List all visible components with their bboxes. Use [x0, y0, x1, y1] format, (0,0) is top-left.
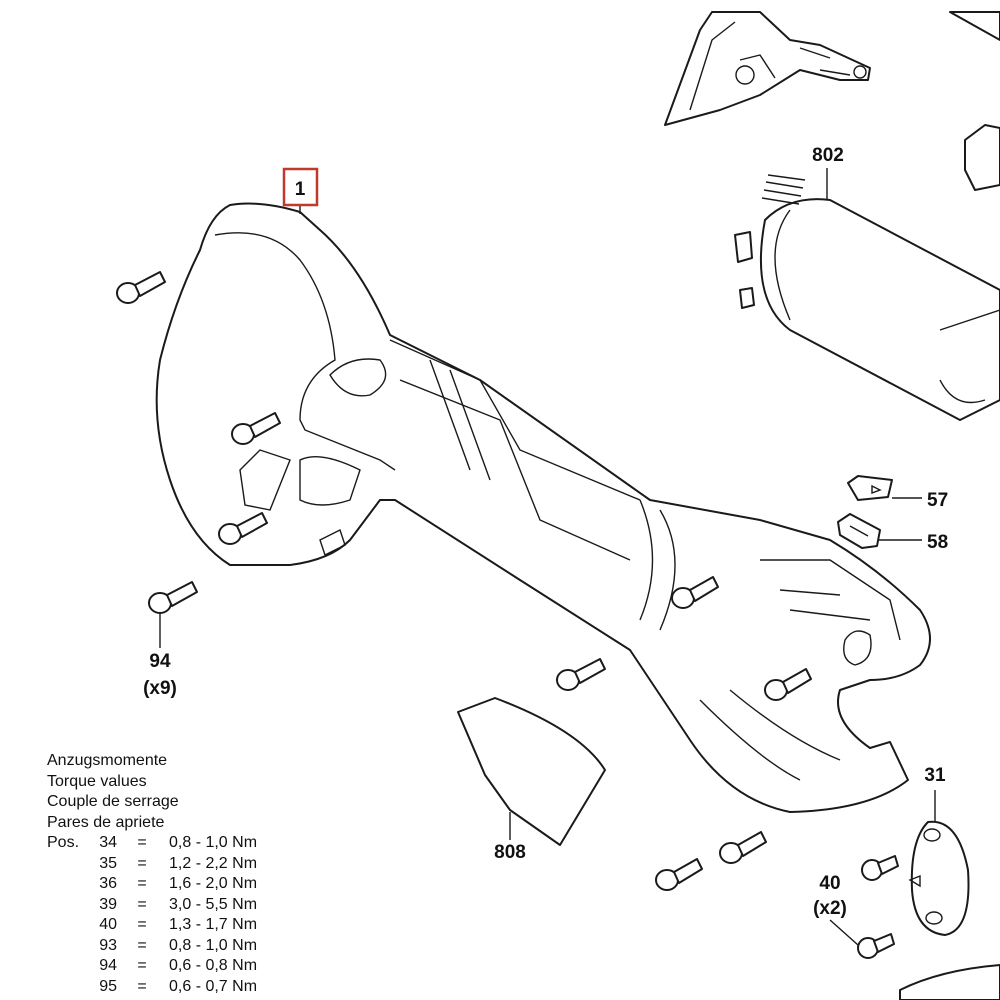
cover-screw: [857, 933, 895, 959]
torque-heading-de: Anzugsmomente: [47, 752, 168, 769]
callout-plate: 808: [494, 842, 526, 863]
motor-brush-lines: [761, 174, 806, 205]
torque-heading-en: Torque values: [47, 772, 147, 790]
screw: [764, 668, 812, 701]
torque-row: Pos. 34 = 0,8 - 1,0 Nm: [47, 833, 257, 854]
pos-number: 36: [99, 875, 117, 892]
torque-row: 36 = 1,6 - 2,0 Nm: [47, 874, 257, 895]
torque-value: 1,2 - 2,2 Nm: [169, 854, 258, 872]
torque-row: 40 = 1,3 - 1,7 Nm: [47, 915, 257, 936]
switch-part-58: [837, 513, 881, 549]
screw: [218, 512, 268, 545]
screw: [148, 581, 198, 614]
screw: [116, 271, 166, 304]
pos-number: 95: [99, 977, 117, 995]
callout-switch-part-a: 57: [927, 490, 948, 511]
callout-switch-part-b: 58: [927, 532, 948, 553]
screw: [655, 858, 703, 891]
main-housing: [155, 202, 931, 813]
top-right-partial-part: [949, 11, 1000, 191]
torque-row: 39 = 3,0 - 5,5 Nm: [47, 895, 257, 916]
motor: [734, 174, 1000, 421]
torque-value: 1,3 - 1,7 Nm: [169, 916, 258, 933]
pos-number: 40: [99, 916, 117, 933]
callout-screws: 94: [149, 651, 171, 672]
callout-motor: 802: [812, 145, 844, 166]
torque-value: 0,6 - 0,7 Nm: [169, 977, 258, 995]
screw: [671, 576, 719, 609]
torque-value: 0,6 - 0,8 Nm: [169, 957, 258, 974]
torque-rows: Pos. 34 = 0,8 - 1,0 Nm 35 = 1,2 - 2,2 Nm…: [47, 833, 257, 997]
callout-housing: 1: [295, 179, 306, 200]
torque-row: 95 = 0,6 - 0,7 Nm: [47, 977, 257, 998]
equals-sign: =: [137, 895, 147, 913]
screw: [231, 412, 281, 445]
equals-sign: =: [137, 936, 147, 954]
pos-number: 39: [99, 895, 117, 913]
housing-callout-highlight: [282, 167, 319, 207]
switch-part-57: [847, 475, 893, 501]
torque-heading-es: Pares de apriete: [47, 813, 165, 831]
torque-value: 0,8 - 1,0 Nm: [169, 936, 258, 954]
pos-label: Pos.: [47, 834, 80, 851]
pos-number: 94: [99, 957, 117, 974]
screw: [719, 831, 767, 864]
top-partial-part: [664, 11, 871, 126]
torque-value: 1,6 - 2,0 Nm: [169, 875, 258, 892]
equals-sign: =: [137, 977, 147, 995]
equals-sign: =: [137, 854, 147, 872]
torque-row: 93 = 0,8 - 1,0 Nm: [47, 936, 257, 957]
callout-screws-qty: (x9): [143, 678, 177, 699]
torque-value: 0,8 - 1,0 Nm: [169, 834, 258, 851]
callout-cover-screws: 40: [819, 873, 840, 894]
pos-number: 34: [99, 834, 117, 851]
equals-sign: =: [137, 875, 147, 892]
torque-row: 35 = 1,2 - 2,2 Nm: [47, 854, 257, 875]
torque-row: 94 = 0,6 - 0,8 Nm: [47, 956, 257, 977]
screw: [556, 658, 606, 691]
equals-sign: =: [137, 834, 147, 851]
pos-number: 93: [99, 936, 117, 954]
pos-number: 35: [99, 854, 117, 872]
bottom-partial-part: [899, 964, 1000, 1000]
cover-screw: [861, 855, 899, 881]
torque-values-table: Anzugsmomente Torque values Couple de se…: [47, 751, 307, 1000]
cover-31: [908, 820, 970, 936]
equals-sign: =: [137, 916, 147, 933]
callout-cover-screws-qty: (x2): [813, 898, 847, 919]
torque-heading-fr: Couple de serrage: [47, 793, 179, 810]
equals-sign: =: [137, 957, 147, 974]
plate-808: [457, 697, 606, 846]
torque-value: 3,0 - 5,5 Nm: [169, 895, 258, 913]
callout-cover: 31: [924, 765, 946, 786]
